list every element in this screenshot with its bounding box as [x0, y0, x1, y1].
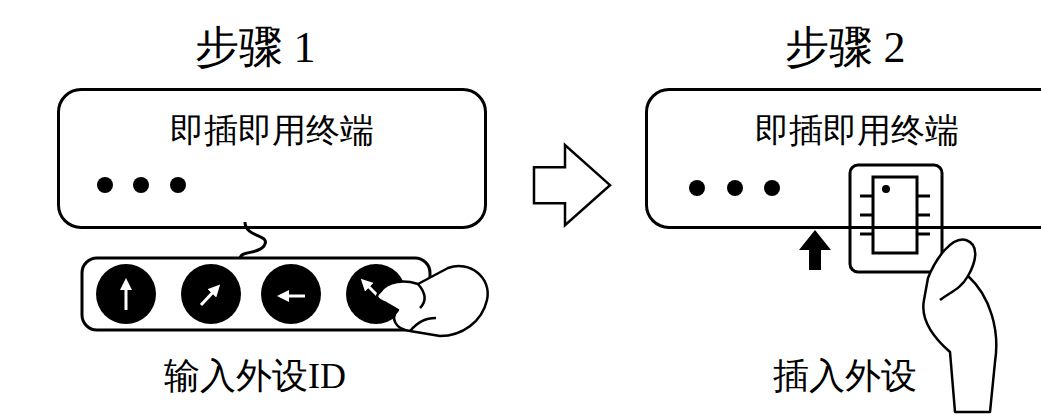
terminal-box: 即插即用终端: [645, 88, 1041, 229]
keypad-buttons: [96, 264, 406, 324]
insert-arrow: [799, 230, 831, 270]
step-title: 步骤 2: [645, 22, 1041, 75]
step-title: 步骤 1: [55, 22, 455, 75]
step-caption: 输入外设ID: [55, 355, 455, 398]
hand: [923, 240, 996, 412]
terminal-title: 即插即用终端: [648, 91, 1041, 152]
hand: [377, 266, 488, 336]
terminal-title: 即插即用终端: [60, 91, 484, 152]
step-caption: 插入外设: [645, 355, 1041, 398]
step-arrow: [534, 145, 610, 225]
status-dots: [97, 177, 186, 193]
status-dots: [689, 180, 780, 196]
peripheral-card: [850, 165, 942, 272]
terminal-box: 即插即用终端: [57, 88, 487, 229]
